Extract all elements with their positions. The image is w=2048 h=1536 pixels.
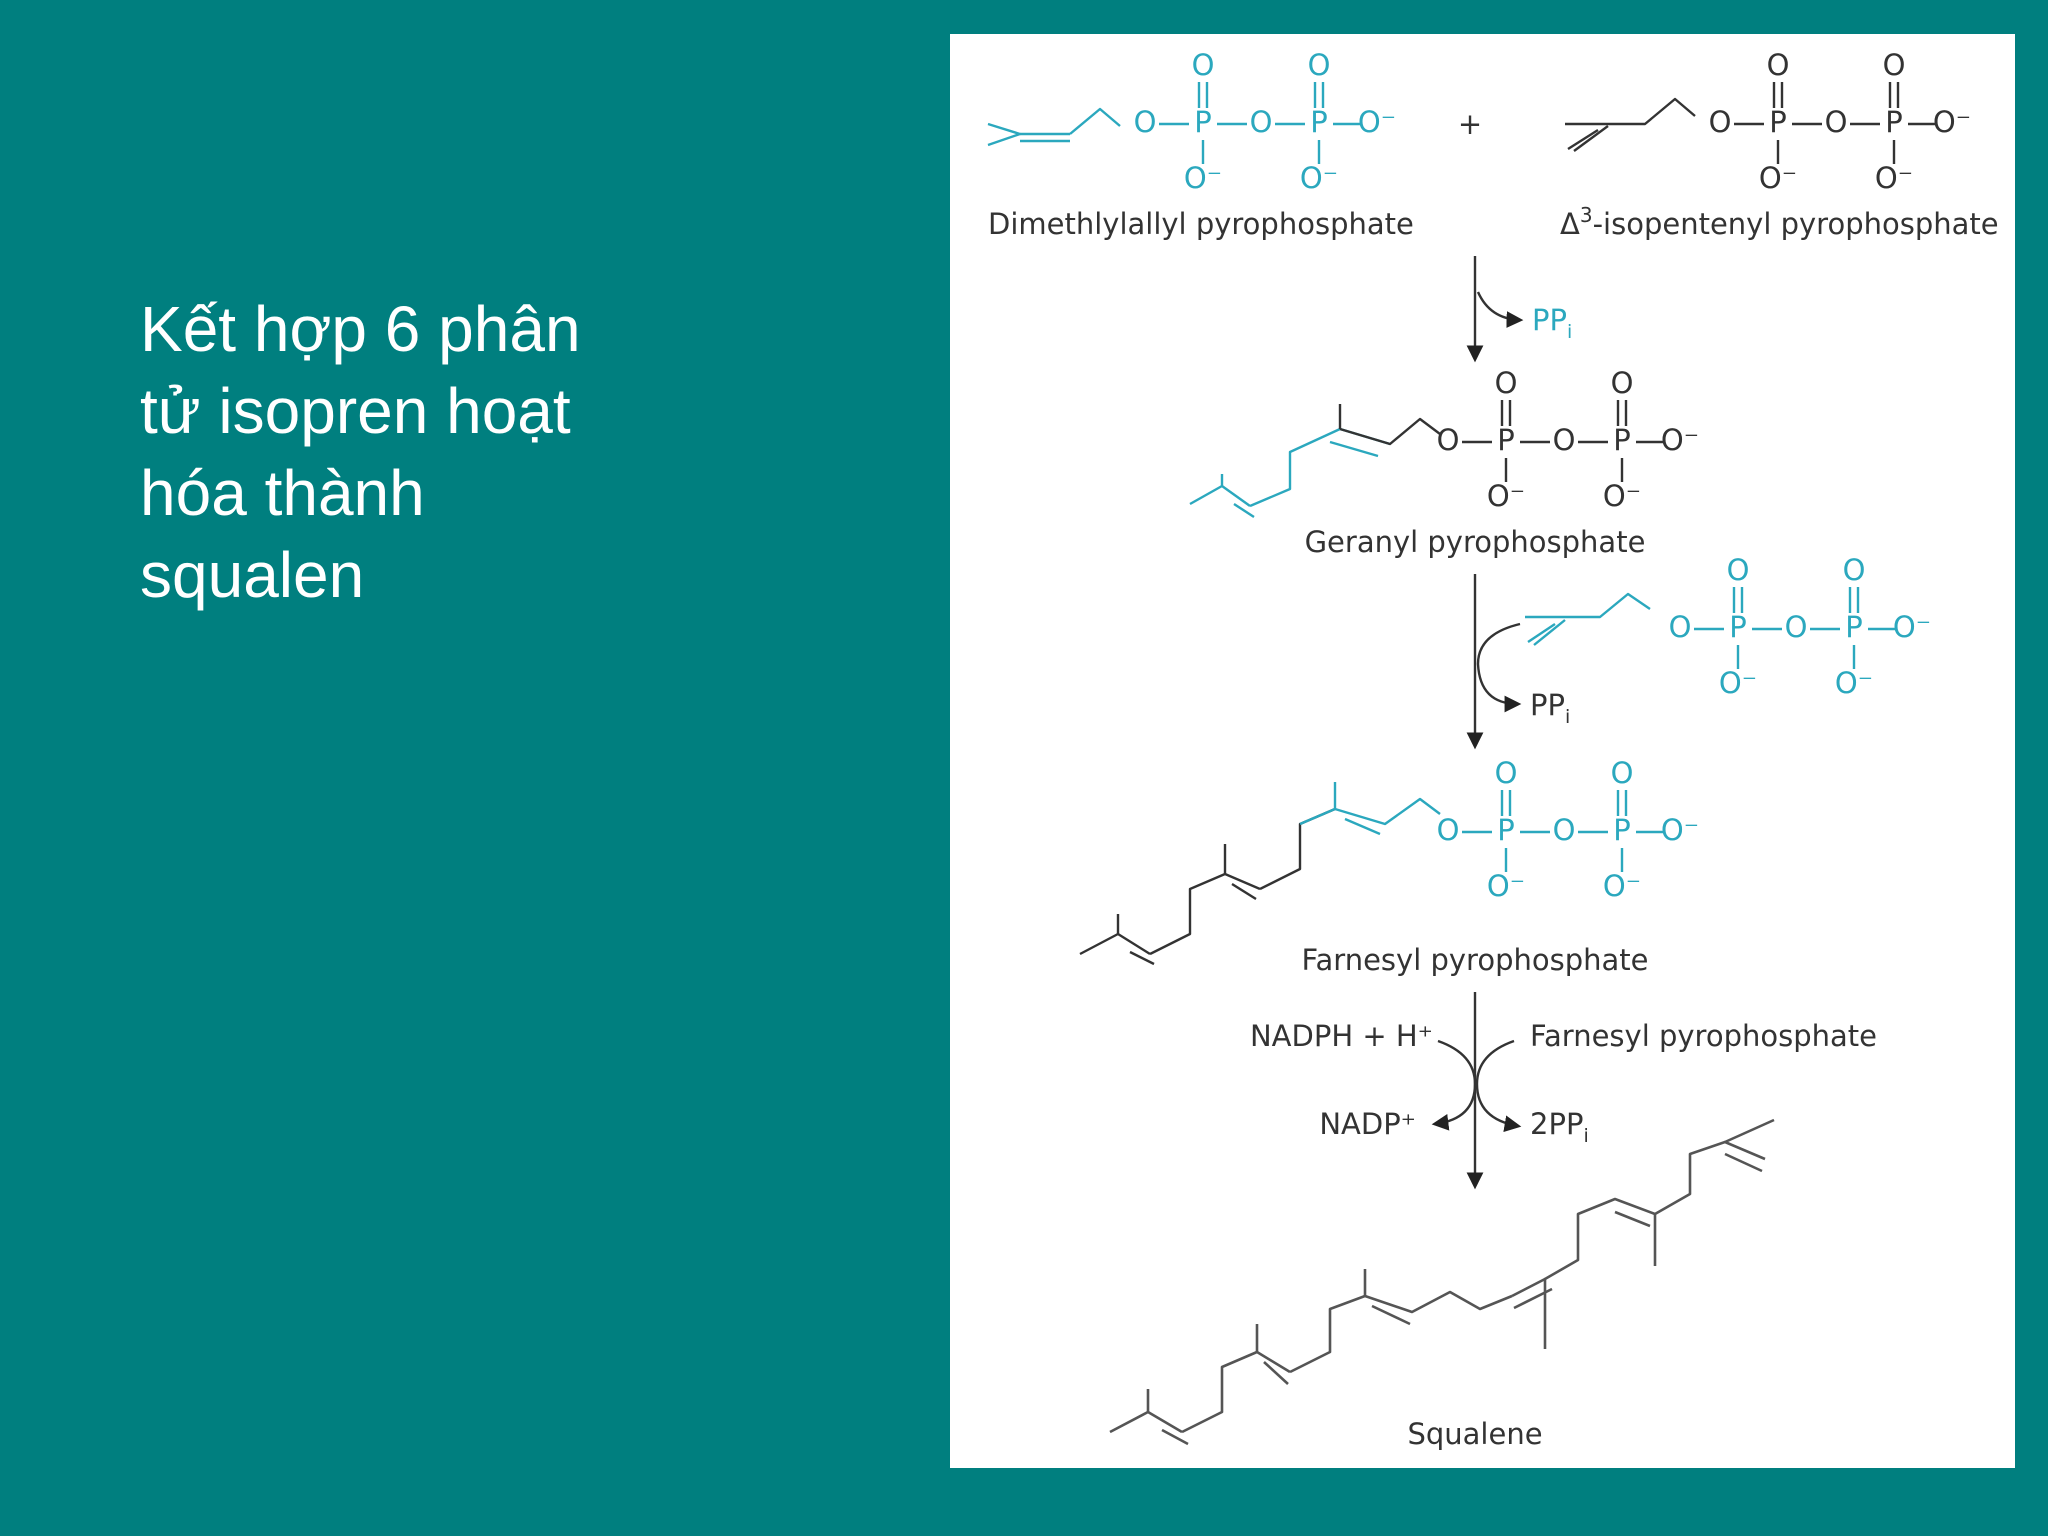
oxygen-atom: O (1308, 48, 1331, 82)
squalene-label: Squalene (1407, 1417, 1542, 1451)
ppi-label-1: PPi (1532, 303, 1572, 343)
ppi-label-2: PPi (1530, 688, 1570, 728)
nadp-label: NADP⁺ (1319, 1107, 1416, 1141)
oxygen-anion: O⁻ (1719, 666, 1757, 700)
nadph-label: NADPH + H⁺ (1250, 1019, 1433, 1053)
geranyl-label: Geranyl pyrophosphate (1305, 525, 1646, 559)
oxygen-anion: O⁻ (1893, 610, 1931, 644)
oxygen-anion: O⁻ (1835, 666, 1873, 700)
phosphorus-atom: P (1845, 610, 1863, 644)
farnesyl-label: Farnesyl pyrophosphate (1302, 943, 1649, 977)
oxygen-anion: O⁻ (1300, 161, 1338, 195)
oxygen-anion: O⁻ (1184, 161, 1222, 195)
ppi-arrow-1 (1476, 291, 1524, 328)
oxygen-atom: O (1843, 553, 1866, 587)
oxygen-anion: O⁻ (1487, 479, 1525, 513)
oxygen-anion: O⁻ (1933, 105, 1971, 139)
nadp-arrow (1431, 1039, 1477, 1131)
title-line: Kết hợp 6 phân (140, 293, 581, 365)
phosphorus-atom: P (1613, 813, 1631, 847)
oxygen-atom: O (1495, 756, 1518, 790)
oxygen-atom: O (1437, 423, 1460, 457)
oxygen-atom: O (1785, 610, 1808, 644)
phosphorus-atom: P (1310, 105, 1328, 139)
oxygen-anion: O⁻ (1661, 423, 1699, 457)
oxygen-anion: O⁻ (1603, 479, 1641, 513)
oxygen-anion: O⁻ (1759, 161, 1797, 195)
ipp-label: Δ3-isopentenyl pyrophosphate (1560, 203, 1999, 241)
oxygen-atom: O (1825, 105, 1848, 139)
oxygen-atom: O (1669, 610, 1692, 644)
oxygen-atom: O (1495, 366, 1518, 400)
oxygen-atom: O (1611, 366, 1634, 400)
dmapp-label: Dimethlylallyl pyrophosphate (988, 207, 1414, 241)
oxygen-atom: O (1437, 813, 1460, 847)
phosphorus-atom: P (1497, 813, 1515, 847)
oxygen-anion: O⁻ (1603, 869, 1641, 903)
phosphorus-atom: P (1194, 105, 1212, 139)
phosphorus-atom: P (1497, 423, 1515, 457)
farnesyl-reactant-label: Farnesyl pyrophosphate (1530, 1019, 1877, 1053)
oxygen-atom: O (1553, 813, 1576, 847)
phosphorus-atom: P (1769, 105, 1787, 139)
oxygen-atom: O (1709, 105, 1732, 139)
phosphorus-atom: P (1613, 423, 1631, 457)
phosphorus-atom: P (1885, 105, 1903, 139)
oxygen-anion: O⁻ (1661, 813, 1699, 847)
oxygen-atom: O (1727, 553, 1750, 587)
slide-title: Kết hợp 6 phân tử isopren hoạt hóa thành… (140, 288, 700, 616)
title-line: hóa thành (140, 457, 425, 529)
oxygen-atom: O (1553, 423, 1576, 457)
squalene-molecule (1109, 1118, 1775, 1446)
two-ppi-arrow (1475, 1039, 1522, 1133)
title-line: squalen (140, 539, 365, 611)
plus-sign: + (1458, 107, 1482, 141)
oxygen-anion: O⁻ (1358, 105, 1396, 139)
oxygen-atom: O (1134, 105, 1157, 139)
oxygen-atom: O (1250, 105, 1273, 139)
oxygen-atom: O (1767, 48, 1790, 82)
oxygen-atom: O (1192, 48, 1215, 82)
oxygen-atom: O (1883, 48, 1906, 82)
oxygen-anion: O⁻ (1875, 161, 1913, 195)
title-line: tử isopren hoạt (140, 375, 571, 447)
two-ppi-label: 2PPi (1530, 1107, 1589, 1147)
oxygen-anion: O⁻ (1487, 869, 1525, 903)
ppi-arrow-2 (1476, 622, 1522, 713)
oxygen-atom: O (1611, 756, 1634, 790)
phosphorus-atom: P (1729, 610, 1747, 644)
